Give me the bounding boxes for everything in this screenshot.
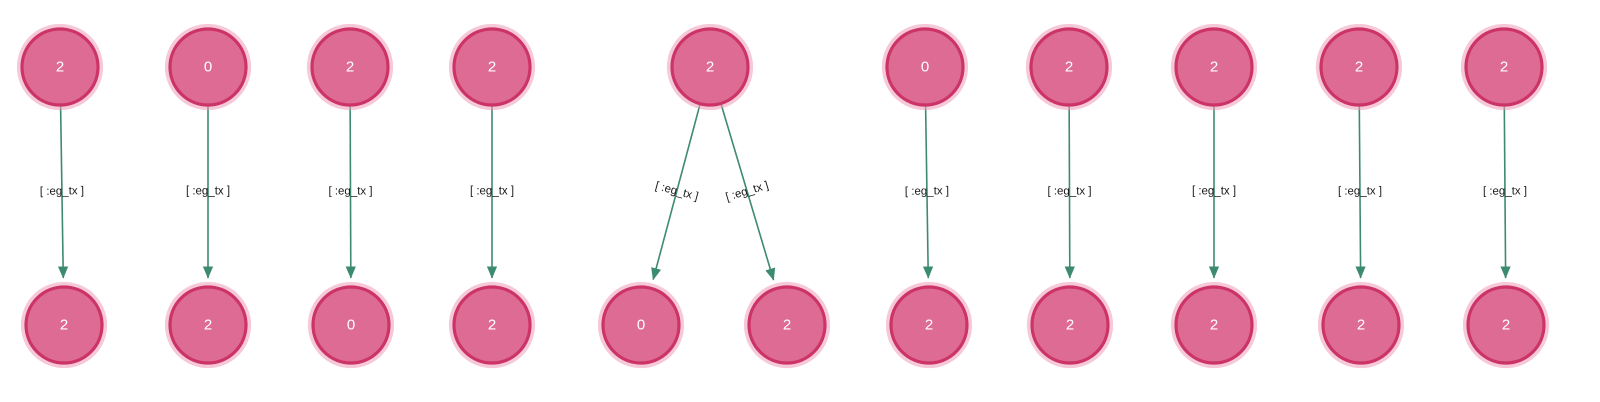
graph-node[interactable]: 2 — [1462, 281, 1550, 369]
node-halo — [1170, 281, 1258, 369]
node-halo — [20, 281, 108, 369]
node-circle[interactable] — [168, 285, 248, 365]
graph-edge — [922, 104, 934, 279]
edge-label: [ :eg_tx ] — [1192, 186, 1236, 198]
graph-edge — [651, 103, 701, 281]
graph-edge — [1064, 104, 1075, 279]
node-circle[interactable] — [1321, 285, 1401, 365]
node-halo — [666, 23, 754, 111]
node-halo — [1315, 23, 1403, 111]
graph-node[interactable]: 2 — [20, 281, 108, 369]
node-halo — [164, 23, 252, 111]
node-halo — [885, 281, 973, 369]
graph-node[interactable]: 2 — [1317, 281, 1405, 369]
node-halo — [306, 23, 394, 111]
node-halo — [1317, 281, 1405, 369]
node-circle[interactable] — [1319, 27, 1399, 107]
node-circle[interactable] — [1030, 285, 1110, 365]
node-circle[interactable] — [747, 285, 827, 365]
node-halo — [16, 23, 104, 111]
edge-label: [ :eg_tx ] — [654, 180, 700, 203]
edge-label: [ :eg_tx ] — [724, 180, 770, 204]
edge-label: [ :eg_tx ] — [470, 186, 514, 198]
node-circle[interactable] — [452, 285, 532, 365]
graph-node[interactable]: 2 — [448, 23, 536, 111]
node-halo — [881, 23, 969, 111]
graph-node[interactable]: 2 — [666, 23, 754, 111]
node-circle[interactable] — [452, 27, 532, 107]
edge-label: [ :eg_tx ] — [40, 185, 84, 198]
edge-label: [ :eg_tx ] — [1483, 185, 1527, 197]
graph-node[interactable]: 2 — [1170, 23, 1258, 111]
graph-node[interactable]: 2 — [16, 23, 104, 111]
node-halo — [448, 23, 536, 111]
node-circle[interactable] — [885, 27, 965, 107]
graph-node[interactable]: 2 — [448, 281, 536, 369]
graph-node[interactable]: 2 — [1025, 23, 1113, 111]
graph-node[interactable]: 2 — [1315, 23, 1403, 111]
graph-edge — [1355, 104, 1366, 279]
node-circle[interactable] — [601, 285, 681, 365]
node-halo — [1170, 23, 1258, 111]
node-circle[interactable] — [311, 285, 391, 365]
edge-label: [ :eg_tx ] — [1047, 185, 1091, 197]
edge-label: [ :eg_tx ] — [1338, 185, 1382, 197]
node-circle[interactable] — [1029, 27, 1109, 107]
node-halo — [1025, 23, 1113, 111]
node-circle[interactable] — [1464, 27, 1544, 107]
graph-node[interactable]: 0 — [164, 23, 252, 111]
graph-edge — [720, 103, 776, 281]
graph-node[interactable]: 0 — [881, 23, 969, 111]
graph-node[interactable]: 2 — [1026, 281, 1114, 369]
graph-edge — [1500, 104, 1511, 279]
node-circle[interactable] — [168, 27, 248, 107]
graph-node[interactable]: 2 — [1170, 281, 1258, 369]
edges-layer — [57, 103, 1511, 281]
edge-label: [ :eg_tx ] — [328, 185, 372, 197]
graph-node[interactable]: 2 — [885, 281, 973, 369]
node-circle[interactable] — [1174, 285, 1254, 365]
node-halo — [307, 281, 395, 369]
graph-node[interactable]: 0 — [597, 281, 685, 369]
node-circle[interactable] — [1466, 285, 1546, 365]
node-circle[interactable] — [889, 285, 969, 365]
graph-node[interactable]: 2 — [743, 281, 831, 369]
graph-node[interactable]: 2 — [1460, 23, 1548, 111]
graph-edge — [345, 104, 356, 279]
node-halo — [164, 281, 252, 369]
node-circle[interactable] — [24, 285, 104, 365]
edge-label: [ :eg_tx ] — [186, 186, 230, 198]
edge-label: [ :eg_tx ] — [905, 185, 949, 198]
node-circle[interactable] — [1174, 27, 1254, 107]
node-halo — [597, 281, 685, 369]
node-halo — [1460, 23, 1548, 111]
node-halo — [448, 281, 536, 369]
edge-labels-layer: [ :eg_tx ] [ :eg_tx ] [ :eg_tx ] [ :eg_tx ]… — [40, 180, 1527, 204]
graph-edge — [57, 104, 69, 279]
graph-node[interactable]: 0 — [307, 281, 395, 369]
node-halo — [743, 281, 831, 369]
node-halo — [1026, 281, 1114, 369]
node-circle[interactable] — [670, 27, 750, 107]
graph-node[interactable]: 2 — [164, 281, 252, 369]
node-circle[interactable] — [310, 27, 390, 107]
graph-node[interactable]: 2 — [306, 23, 394, 111]
node-circle[interactable] — [20, 27, 100, 107]
node-halo — [1462, 281, 1550, 369]
